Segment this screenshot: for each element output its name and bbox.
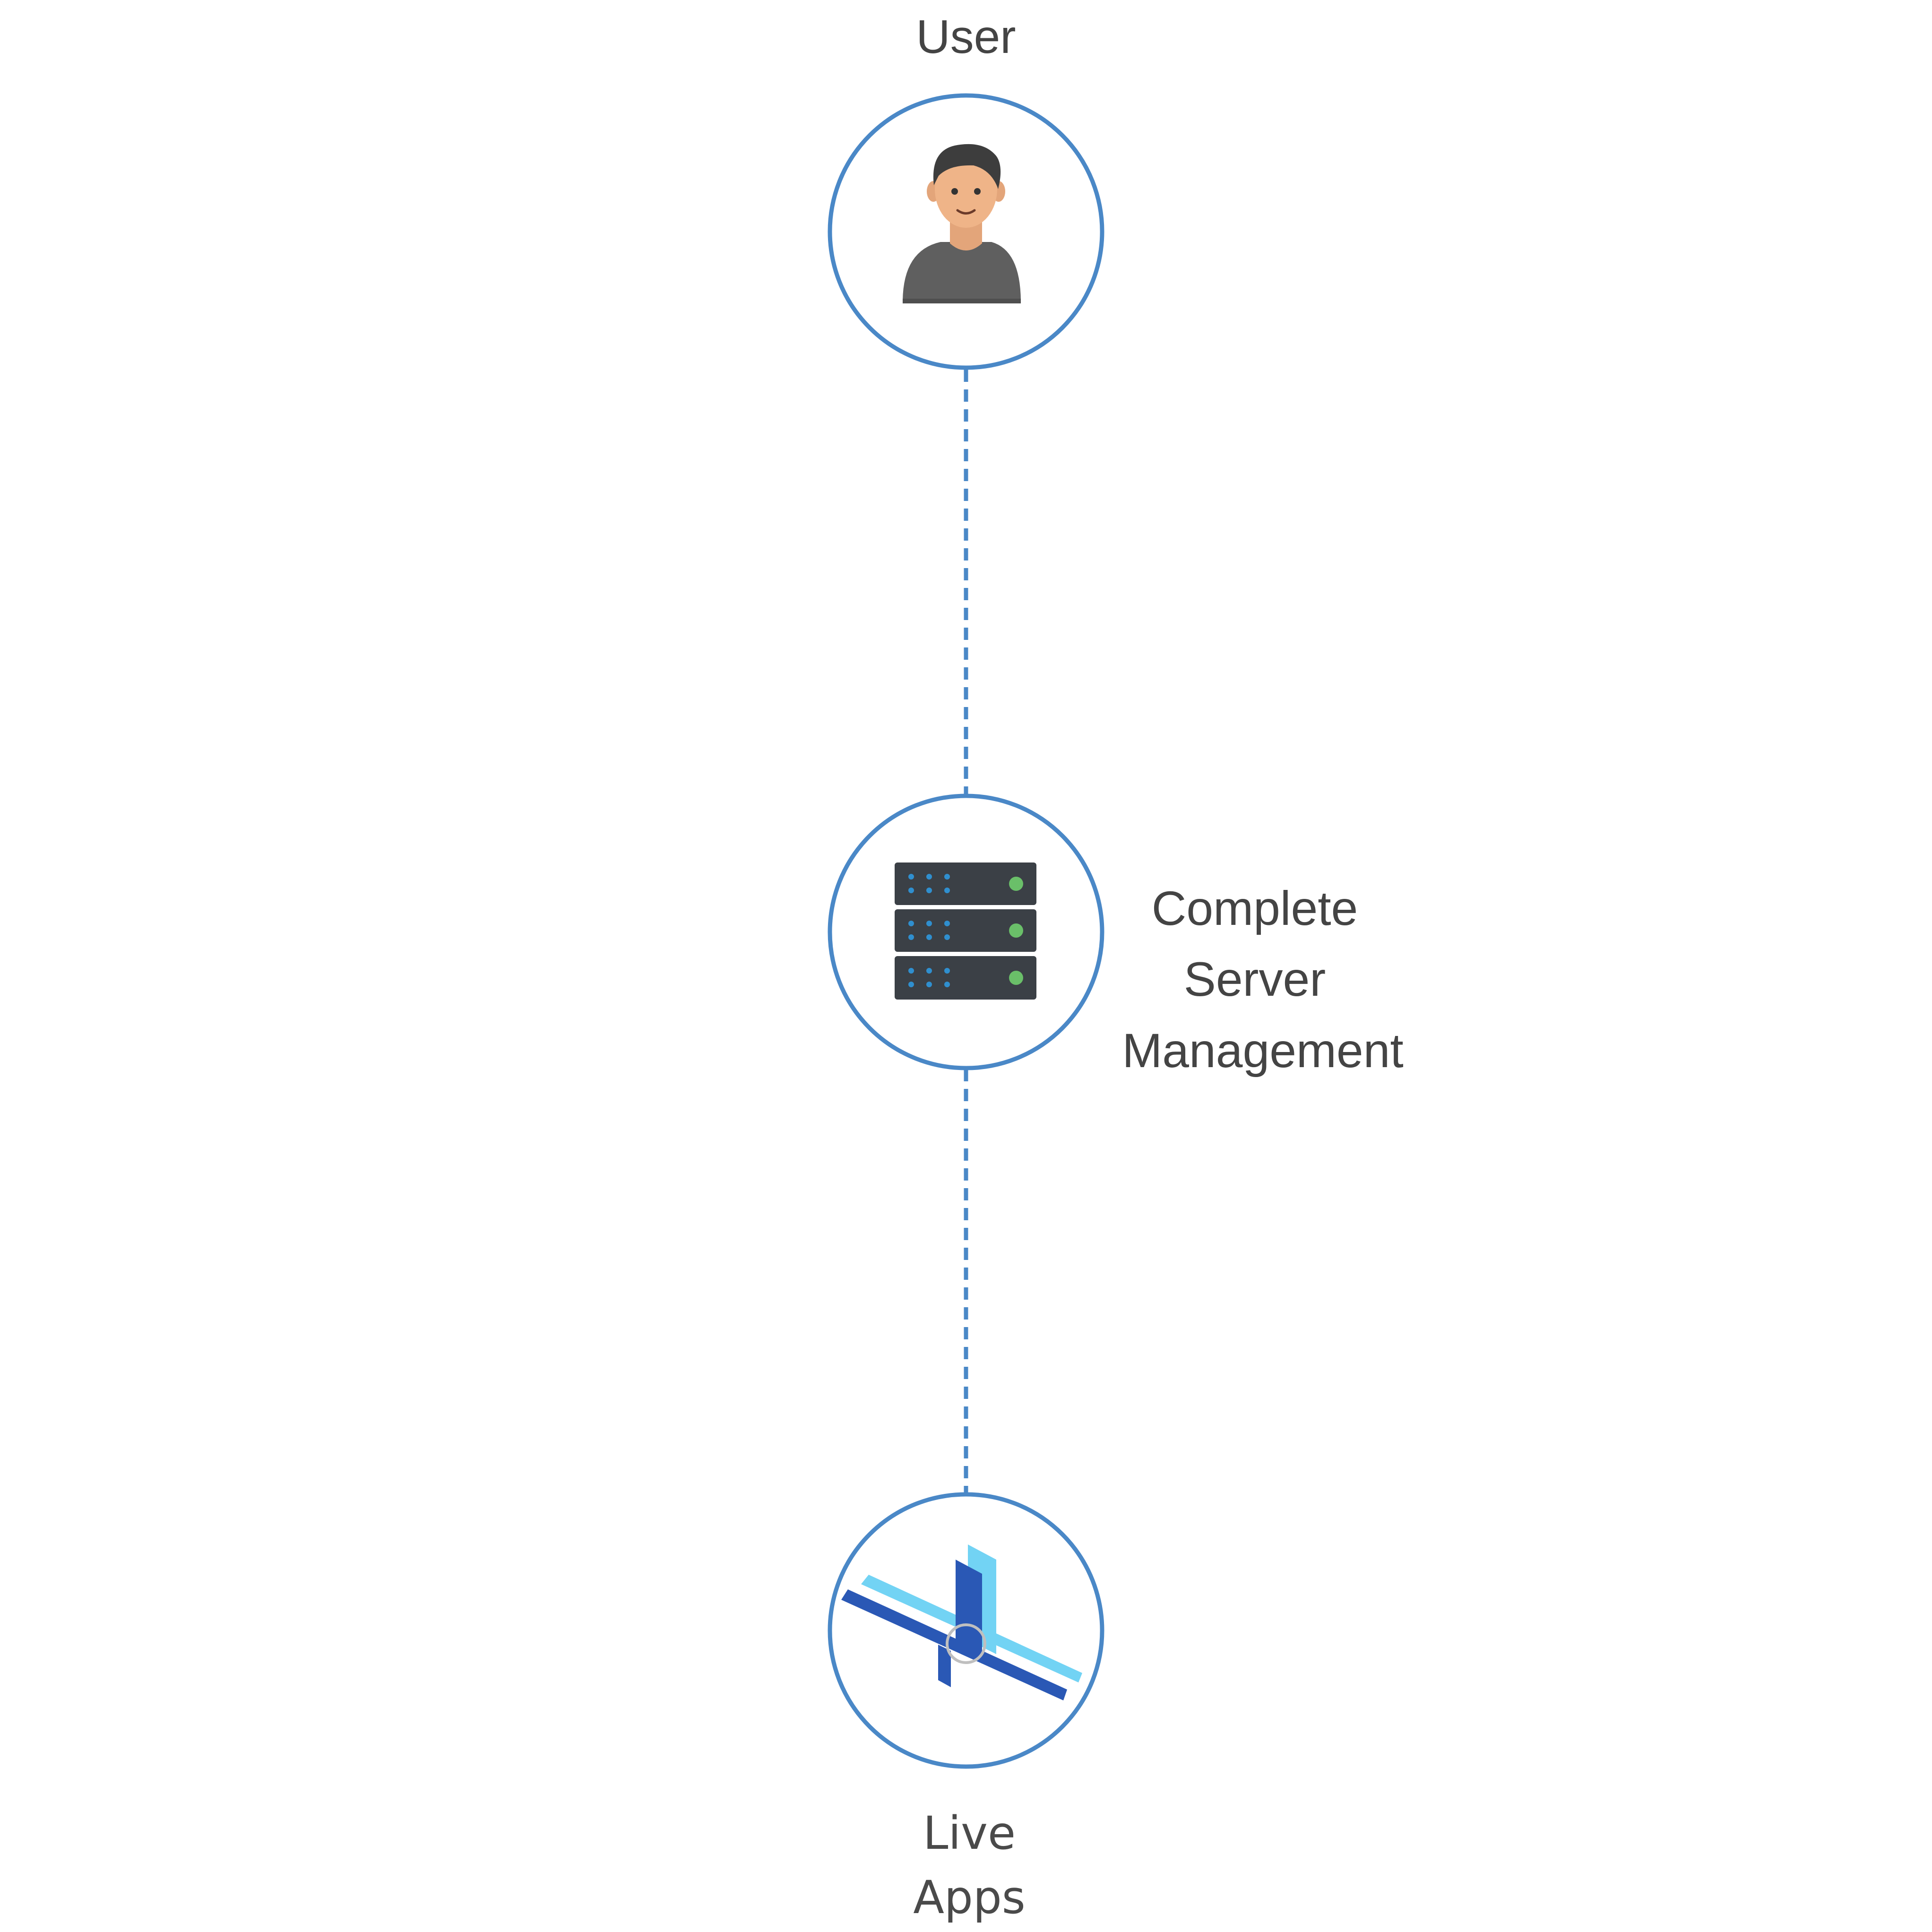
user-node: User (828, 10, 1104, 370)
user-label: User (916, 10, 1016, 63)
user-avatar-icon (903, 144, 1021, 303)
apps-logo-icon (841, 1544, 1082, 1700)
server-label-line-1: Complete (1152, 881, 1358, 935)
apps-node: Live Apps (828, 1492, 1104, 1924)
server-rack-icon (895, 862, 1036, 1000)
apps-label-line-1: Live (923, 1807, 1016, 1860)
server-node: Complete Server Management (828, 794, 1404, 1078)
server-label-line-3: Management (1122, 1024, 1403, 1078)
server-label-line-2: Server (1184, 952, 1326, 1006)
apps-label-line-2: Apps (913, 1871, 1026, 1924)
